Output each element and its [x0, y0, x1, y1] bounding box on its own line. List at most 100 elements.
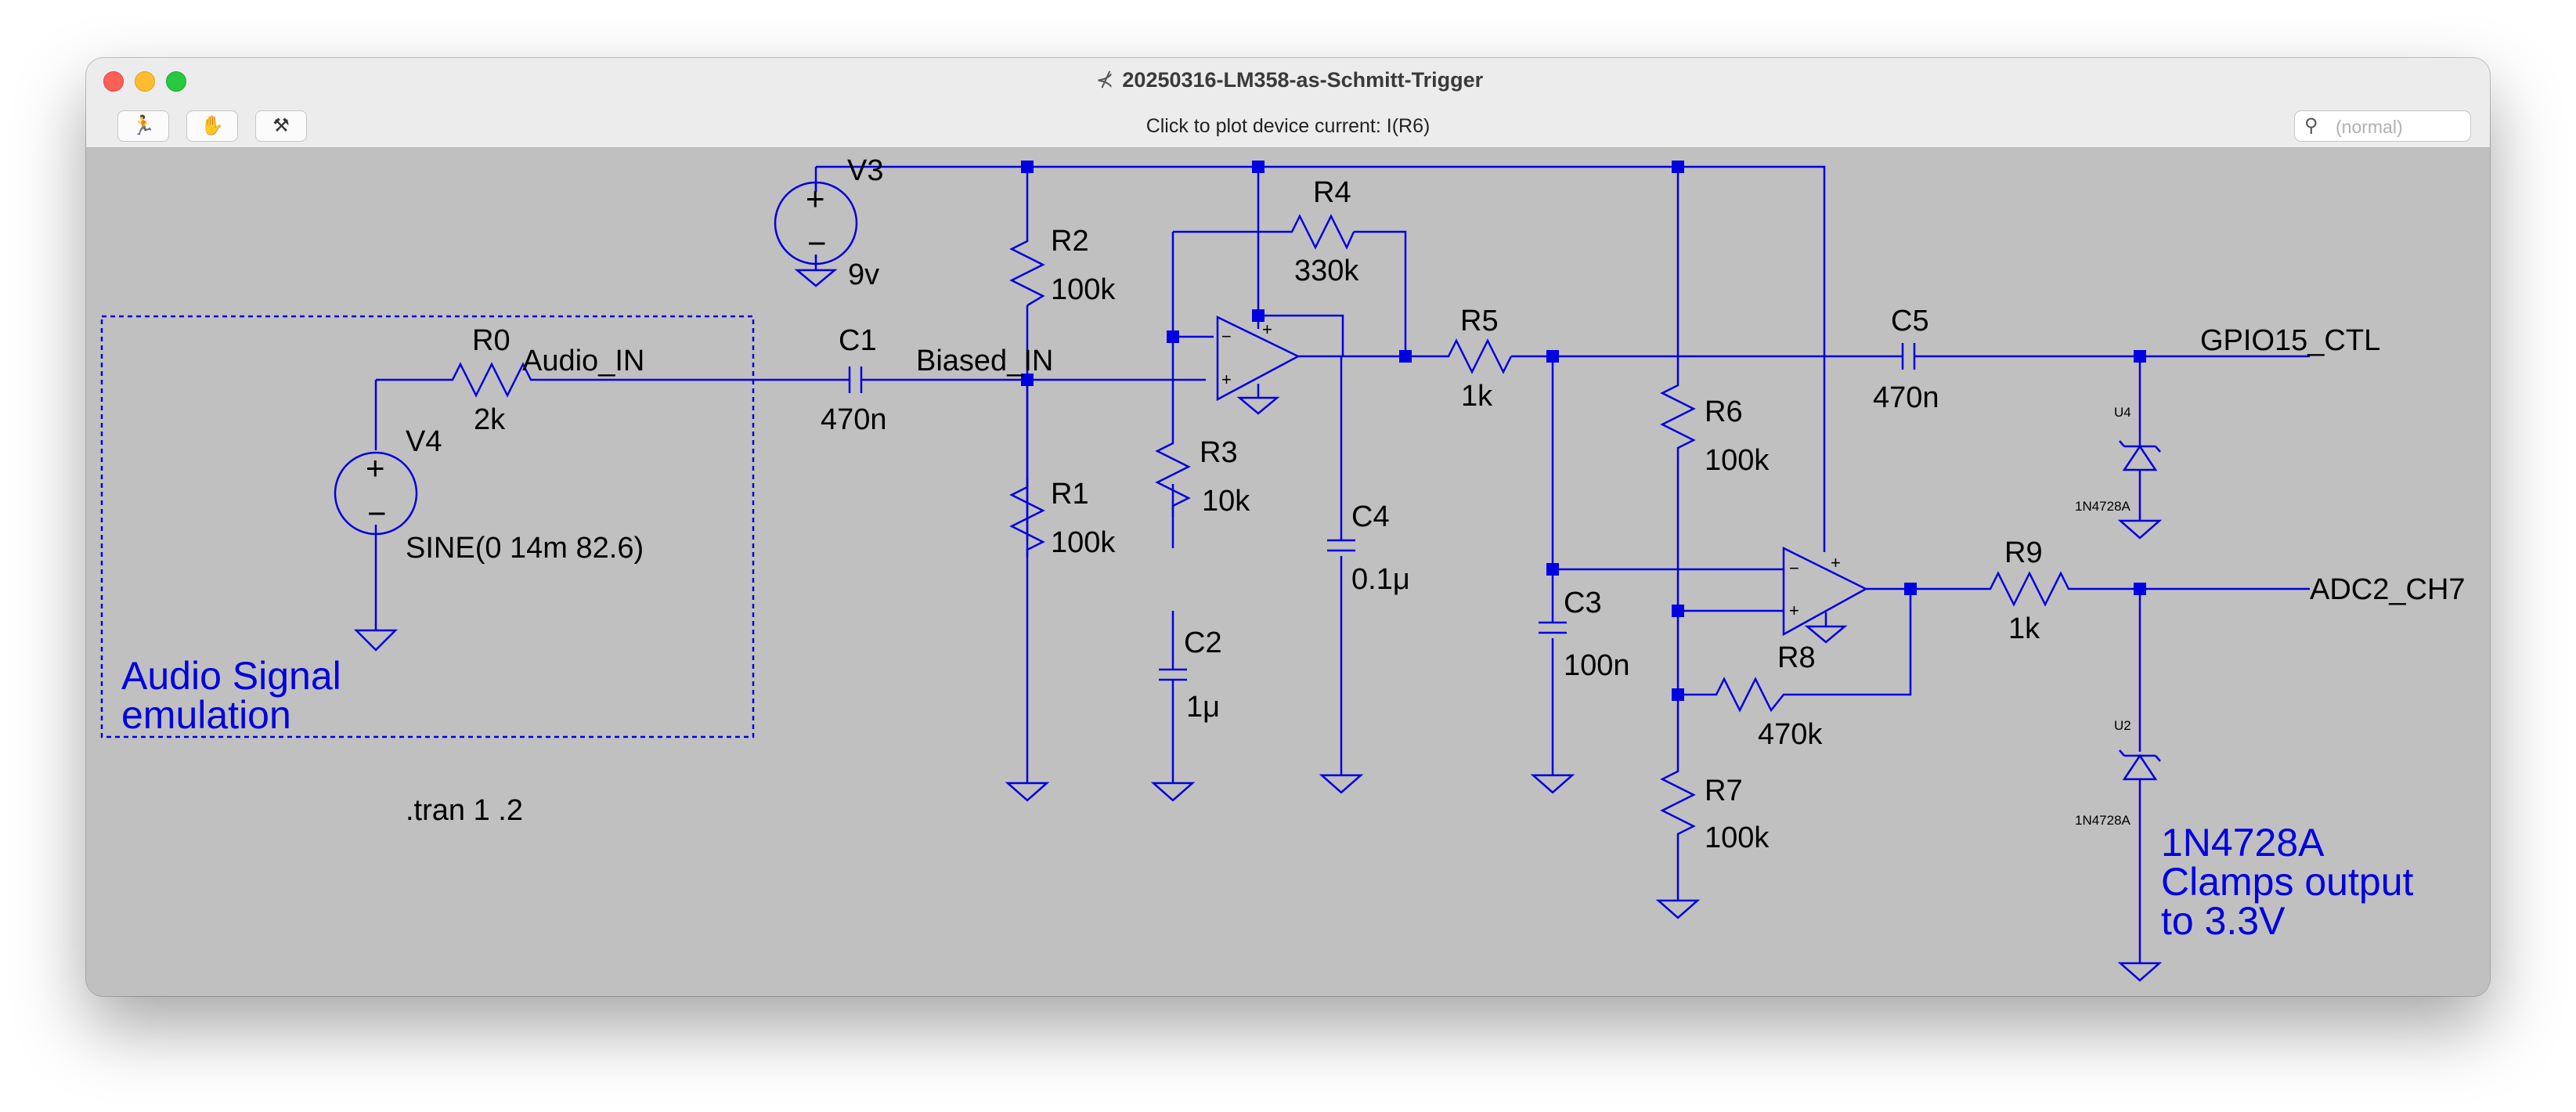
label-v4-ref: V4 [406, 425, 442, 458]
opamp2-minus: − [1789, 558, 1799, 578]
label-r1-value: 100k [1051, 526, 1116, 559]
search-field[interactable]: ⚲ (normal) [2294, 110, 2471, 142]
label-c3-ref: C3 [1564, 587, 1602, 619]
resistor-r0 [438, 362, 540, 398]
label-r6-ref: R6 [1705, 395, 1743, 428]
label-r5-ref: R5 [1460, 305, 1499, 338]
label-r6-value: 100k [1705, 444, 1770, 477]
source-polarity: + − + − [366, 180, 827, 532]
resistor-r6 [1660, 376, 1696, 478]
resistor-r1 [1009, 478, 1045, 558]
schematic-canvas[interactable]: V3 9v R2 100k R4 330k R5 1k C5 470n R0 2… [86, 148, 2490, 996]
label-r7-value: 100k [1705, 821, 1770, 854]
label-r5-value: 1k [1461, 380, 1493, 413]
hammer-probe-icon[interactable]: ⚒ [255, 110, 307, 142]
spice-directive: .tran 1 .2 [406, 794, 523, 827]
label-r3-ref: R3 [1200, 436, 1238, 469]
ground-r7 [1655, 899, 1701, 919]
label-c2-value: 1μ [1186, 691, 1220, 724]
ground-opamp2 [1804, 612, 1848, 644]
opamp-u3 [1782, 546, 1868, 637]
comment-clamp-line3: to 3.3V [2161, 899, 2286, 943]
label-c2-ref: C2 [1184, 626, 1222, 659]
opamp-u1 [1216, 316, 1301, 402]
label-u4-ref: U4 [2114, 405, 2131, 420]
label-c1-ref: C1 [839, 324, 877, 357]
schematic-svg: V3 9v R2 100k R4 330k R5 1k C5 470n R0 2… [100, 154, 2466, 982]
label-net-audio-in: Audio_IN [522, 345, 644, 377]
label-c4-ref: C4 [1351, 500, 1390, 533]
ground-v3 [794, 269, 838, 287]
label-net-adc: ADC2_CH7 [2310, 573, 2466, 606]
toolbar: 🏃 ✋ ⚒ Click to plot device current: I(R6… [86, 103, 2490, 148]
audio-emulation-box [100, 315, 755, 738]
label-net-gpio: GPIO15_CTL [2200, 324, 2380, 357]
label-r2-value: 100k [1051, 273, 1116, 306]
v3-plus: + [806, 180, 825, 217]
comment-text: Audio Signal emulation 1N4728A Clamps ou… [121, 654, 2413, 943]
zener-diodes [2119, 440, 2161, 781]
label-r4-ref: R4 [1313, 176, 1351, 209]
label-r1-ref: R1 [1051, 478, 1089, 511]
label-r7-ref: R7 [1705, 774, 1743, 807]
resistor-r7 [1660, 752, 1696, 846]
capacitor-symbols [848, 343, 1926, 783]
sources [334, 181, 858, 536]
label-u2-ref: U2 [2114, 718, 2131, 733]
label-u2-value: 1N4728A [2075, 813, 2131, 828]
comment-clamp-line1: 1N4728A [2161, 821, 2325, 865]
window-title: ⊀ 20250316-LM358-as-Schmitt-Trigger [86, 68, 2490, 92]
ground-c4 [1319, 774, 1364, 794]
label-c4-value: 0.1μ [1351, 563, 1410, 596]
opamp2-plus: + [1789, 601, 1799, 620]
label-r8-value: 470k [1758, 718, 1823, 751]
schematic-document-icon: ⊀ [1095, 68, 1114, 92]
label-v3-value: 9v [848, 258, 879, 291]
capacitor-c3 [1539, 621, 1567, 634]
resistor-r2 [1009, 231, 1045, 307]
label-c5-ref: C5 [1891, 305, 1929, 338]
status-hint: Click to plot device current: I(R6) [1145, 115, 1431, 137]
label-net-biased-in: Biased_IN [916, 345, 1053, 377]
label-c1-value: 470n [821, 403, 887, 436]
ltspice-window: ⊀ 20250316-LM358-as-Schmitt-Trigger 🏃 ✋ … [86, 58, 2490, 996]
ground-c2 [1150, 782, 1196, 802]
opamp-pin-labels: − + + − + + [1221, 320, 1841, 620]
search-icon: ⚲ [2304, 115, 2318, 136]
ground-symbols [353, 269, 2163, 982]
running-man-icon[interactable]: 🏃 [117, 110, 169, 142]
opamp2-vplus: + [1831, 553, 1841, 572]
label-r4-value: 330k [1294, 255, 1359, 287]
label-r2-ref: R2 [1051, 225, 1089, 258]
label-c5-value: 470n [1873, 381, 1939, 414]
resistor-r9 [1981, 571, 2075, 607]
ground-c3 [1530, 774, 1575, 794]
voltage-source-v4 [334, 451, 418, 536]
close-window-button[interactable] [103, 71, 124, 92]
hand-icon[interactable]: ✋ [186, 110, 238, 142]
comment-clamp-line2: Clamps output [2161, 860, 2413, 904]
label-r8-ref: R8 [1777, 641, 1816, 674]
window-title-text: 20250316-LM358-as-Schmitt-Trigger [1122, 68, 1484, 92]
zener-u2 [2119, 749, 2161, 781]
opamp1-minus: − [1221, 327, 1232, 346]
ground-u4 [2117, 519, 2163, 540]
capacitor-c2 [1159, 658, 1187, 783]
comment-audio-line1: Audio Signal [121, 654, 341, 698]
label-r9-value: 1k [2008, 612, 2040, 645]
diode-labels: U4 1N4728A U2 1N4728A [2075, 405, 2131, 828]
ground-v4 [353, 629, 399, 652]
label-v4-value: SINE(0 14m 82.6) [406, 532, 644, 565]
capacitor-c1 [848, 366, 863, 393]
resistor-symbols [438, 214, 2075, 846]
opamp1-vplus: + [1262, 320, 1272, 339]
junction-dots [1021, 161, 2146, 701]
label-c3-value: 100n [1564, 649, 1630, 682]
zener-u4 [2119, 440, 2161, 471]
minimize-window-button[interactable] [135, 71, 155, 92]
component-labels: V3 9v R2 100k R4 330k R5 1k C5 470n R0 2… [406, 154, 2466, 854]
v4-minus: − [367, 495, 387, 532]
label-r3-value: 10k [1202, 485, 1250, 518]
zoom-window-button[interactable] [166, 71, 186, 92]
title-bar: ⊀ 20250316-LM358-as-Schmitt-Trigger [86, 58, 2490, 104]
